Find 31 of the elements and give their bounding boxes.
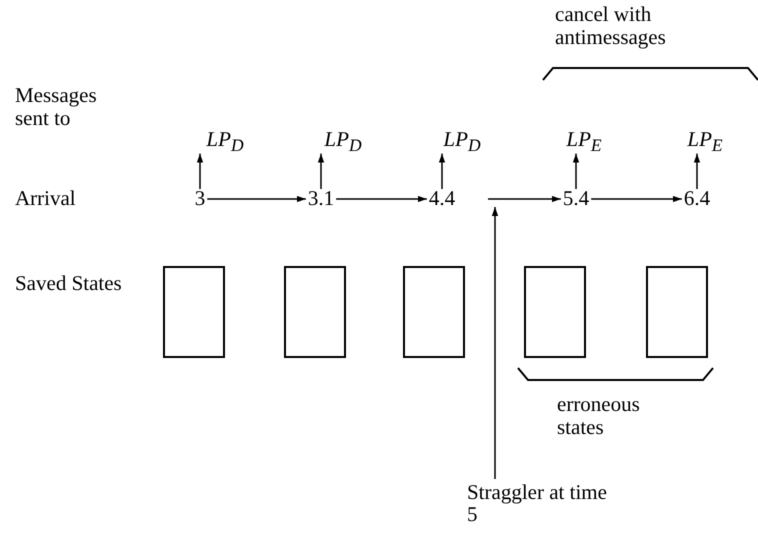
saved-state-box <box>403 266 465 358</box>
arrow <box>207 196 306 202</box>
text-label: Saved States <box>15 272 123 296</box>
node-label: LP$_{D}$ <box>443 128 481 155</box>
node-label: LP$_{E}$ <box>687 128 723 155</box>
node-label: 5.4 <box>562 187 590 210</box>
node-label: LP$_{E}$ <box>566 128 602 155</box>
saved-state-box <box>646 266 708 358</box>
arrow <box>318 154 324 189</box>
arrow <box>591 196 682 202</box>
node-label: 3.1 <box>308 187 334 210</box>
arrow <box>336 196 427 202</box>
node-label: 4.4 <box>428 187 456 210</box>
node-label: LP$_{D}$ <box>324 128 362 155</box>
saved-state-box <box>163 266 225 358</box>
arrow <box>196 154 204 189</box>
saved-state-box <box>524 266 586 358</box>
arrow <box>492 207 498 479</box>
arrow <box>438 154 446 189</box>
arrow <box>694 154 700 189</box>
node-label: LP$_{D}$ <box>206 128 244 155</box>
text-label: erroneous states <box>557 393 641 440</box>
text-label: Arrival <box>15 187 77 210</box>
note-text: Straggler at time 5 <box>467 481 617 526</box>
text-label: Messages sent to <box>15 84 98 130</box>
node-label: 3 <box>194 187 206 210</box>
arrow <box>572 154 580 189</box>
text-label: cancel with antimessages <box>555 3 667 50</box>
arrow <box>488 196 561 202</box>
saved-state-box <box>284 266 346 358</box>
node-label: 6.4 <box>684 187 710 210</box>
